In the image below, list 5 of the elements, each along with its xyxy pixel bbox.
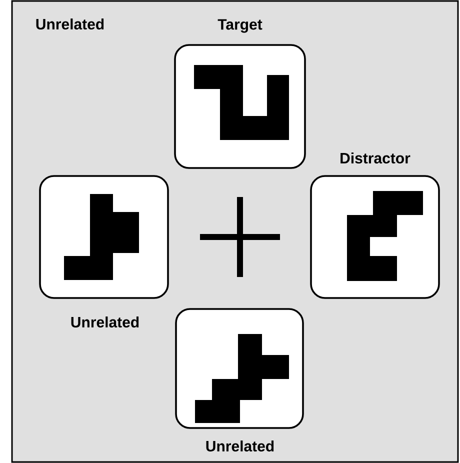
stimulus-label: Target (218, 19, 262, 33)
stimulus-label: Unrelated (36, 18, 104, 30)
stimulus-label: Unrelated (71, 316, 139, 328)
stimulus-label: Unrelated (206, 440, 274, 452)
stimulus-label: Distractor (340, 152, 410, 164)
